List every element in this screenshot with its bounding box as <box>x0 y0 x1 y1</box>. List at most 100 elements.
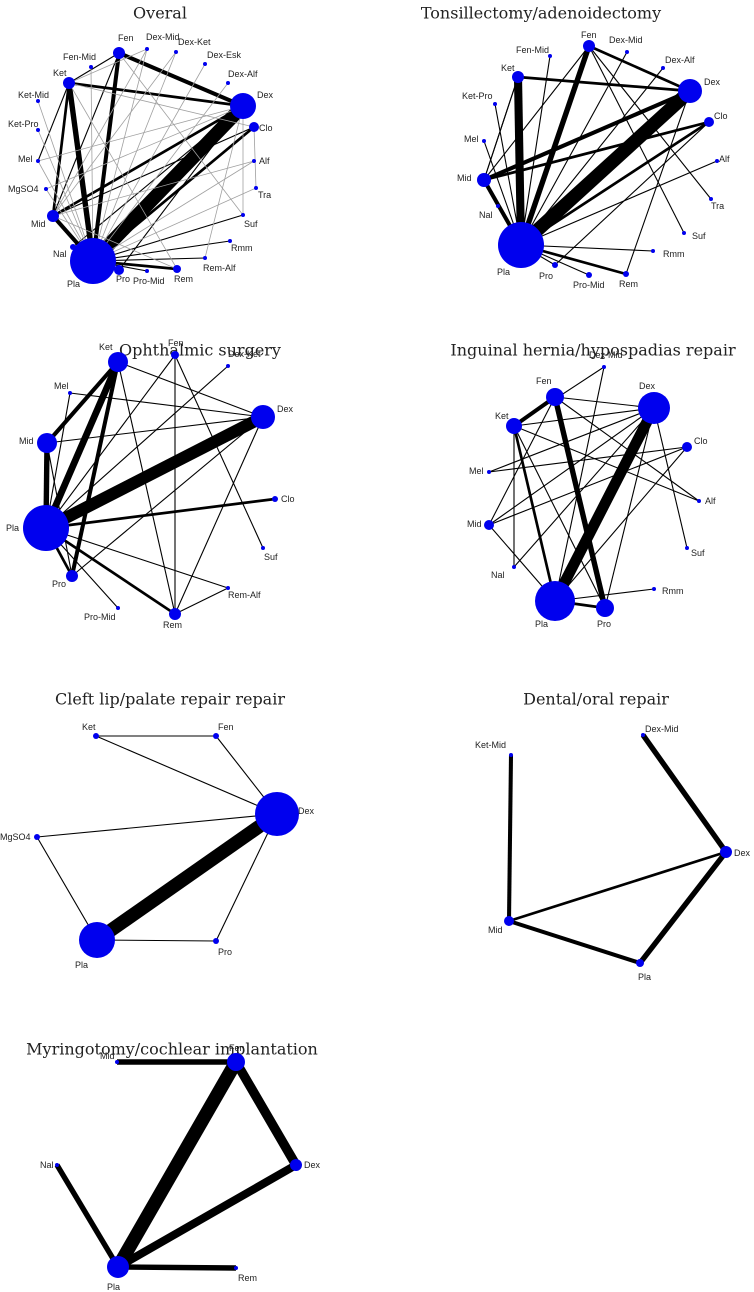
node-label-nal: Nal <box>479 210 493 220</box>
node-label-fen: Fen <box>229 1043 245 1053</box>
edge-alf-mid <box>52 160 255 217</box>
edge-pla-rem <box>117 1264 237 1271</box>
node-mid <box>47 210 59 222</box>
node-rem <box>623 271 629 277</box>
edge-ket-dex <box>68 81 244 108</box>
node-label-rem: Rem <box>238 1273 257 1283</box>
node-label-pro-mid: Pro-Mid <box>133 276 165 286</box>
node-label-pro: Pro <box>52 579 66 589</box>
node-ket-pro <box>36 128 40 132</box>
node-label-rem-alf: Rem-Alf <box>228 590 261 600</box>
node-label-ket: Ket <box>99 342 113 352</box>
node-pla <box>535 581 575 621</box>
edge-pla-rem <box>45 526 176 616</box>
node-label-pla: Pla <box>535 619 548 629</box>
edge-ket-mel <box>37 82 70 162</box>
panel-title: Overal <box>133 4 187 23</box>
node-label-nal: Nal <box>53 249 67 259</box>
node-label-dex-esk: Dex-Esk <box>207 50 242 60</box>
node-dex <box>678 79 702 103</box>
node-label-dex: Dex <box>298 806 315 816</box>
node-pla <box>79 922 115 958</box>
edge-pla-ket <box>66 82 96 262</box>
edge-pla-dex <box>93 808 281 946</box>
edge-mid-dex <box>483 89 691 182</box>
edge-dex-rem-alf <box>204 105 244 259</box>
node-label-dex: Dex <box>257 90 274 100</box>
node-ket <box>512 71 524 83</box>
node-pro-mid <box>586 272 592 278</box>
node-label-dex-mid: Dex-Mid <box>609 35 643 45</box>
node-label-pla: Pla <box>107 1282 120 1292</box>
node-label-alf: Alf <box>259 156 270 166</box>
edge-pla-dex <box>516 86 695 250</box>
node-suf <box>261 546 265 550</box>
node-suf <box>682 231 686 235</box>
panel-title: Ophthalmic surgery <box>119 341 281 360</box>
edges <box>482 44 718 276</box>
node-label-pla: Pla <box>75 960 88 970</box>
network-panel-tonsillectomy-adenoidectomy: Tonsillectomy/adenoidectomyFenFen-MidDex… <box>421 4 730 291</box>
node-mid <box>504 916 514 926</box>
panel-title: Cleft lip/palate repair repair <box>55 690 285 709</box>
network-panel-dental-oral-repair: Dental/oral repairDex-MidKet-MidDexMidPl… <box>475 690 751 983</box>
edge-pro-dex <box>215 813 278 942</box>
network-panel-myringotomy-cochlear-implantation: Myringotomy/cochlear implantationMidFenN… <box>26 1040 320 1292</box>
edge-mgso4-dex <box>45 105 244 190</box>
edge-fen-suf <box>174 354 264 549</box>
edge-mel-dex <box>69 392 264 418</box>
edge-alf-ket <box>513 425 700 502</box>
edge-dex-suf <box>653 407 688 549</box>
node-label-dex-alf: Dex-Alf <box>228 69 258 79</box>
node-label-mid: Mid <box>467 519 482 529</box>
edge-dex-ket-pla <box>92 51 177 262</box>
edge-ket-mid-mid <box>506 754 514 922</box>
node-mid <box>484 520 494 530</box>
edge-mid-dex <box>508 850 727 923</box>
node-fen <box>546 388 564 406</box>
edge-pla-pro <box>96 939 217 942</box>
edge-nal-pla <box>54 1163 121 1269</box>
node-fen <box>227 1053 245 1071</box>
edge-ket-pro-pla <box>37 129 94 262</box>
edge-clo-pro <box>554 121 710 266</box>
node-rmm <box>228 239 232 243</box>
node-label-pro: Pro <box>539 271 553 281</box>
edge-pla-rmm <box>92 240 231 262</box>
node-label-mel: Mel <box>18 154 33 164</box>
node-label-tra: Tra <box>258 190 271 200</box>
node-clo <box>272 496 278 502</box>
node-mel <box>68 391 72 395</box>
node-dex-alf <box>226 81 230 85</box>
edge-clo-ket <box>68 82 255 128</box>
edge-dex-rem <box>625 90 691 275</box>
node-label-mgso4: MgSO4 <box>8 184 39 194</box>
node-label-dex: Dex <box>304 1160 321 1170</box>
node-label-rem: Rem <box>174 274 193 284</box>
edge-dex-mel <box>488 407 655 473</box>
node-mid <box>37 433 57 453</box>
edge-dex-ket-mid <box>52 51 177 217</box>
edge-mgso4-dex <box>36 813 278 838</box>
edge-dex-mid-ket <box>68 48 148 84</box>
node-label-fen: Fen <box>218 722 234 732</box>
panel-title: Dental/oral repair <box>523 690 669 709</box>
node-label-pla: Pla <box>497 267 510 277</box>
node-label-dex-mid: Dex-Mid <box>589 350 623 360</box>
node-dex-mid <box>145 47 149 51</box>
node-label-rmm: Rmm <box>231 243 253 253</box>
node-label-ket-mid: Ket-Mid <box>18 90 49 100</box>
node-label-fen: Fen <box>118 33 134 43</box>
node-label-pla: Pla <box>6 523 19 533</box>
node-fen-mid <box>89 65 93 69</box>
edge-dex-alf-pla <box>520 67 664 246</box>
node-label-fen-mid: Fen-Mid <box>63 52 96 62</box>
node-ket <box>63 77 75 89</box>
node-dex-alf <box>661 66 665 70</box>
edge-pla-rem-alf <box>45 527 229 589</box>
node-label-clo: Clo <box>714 111 728 121</box>
edge-fen-ket <box>68 52 120 84</box>
